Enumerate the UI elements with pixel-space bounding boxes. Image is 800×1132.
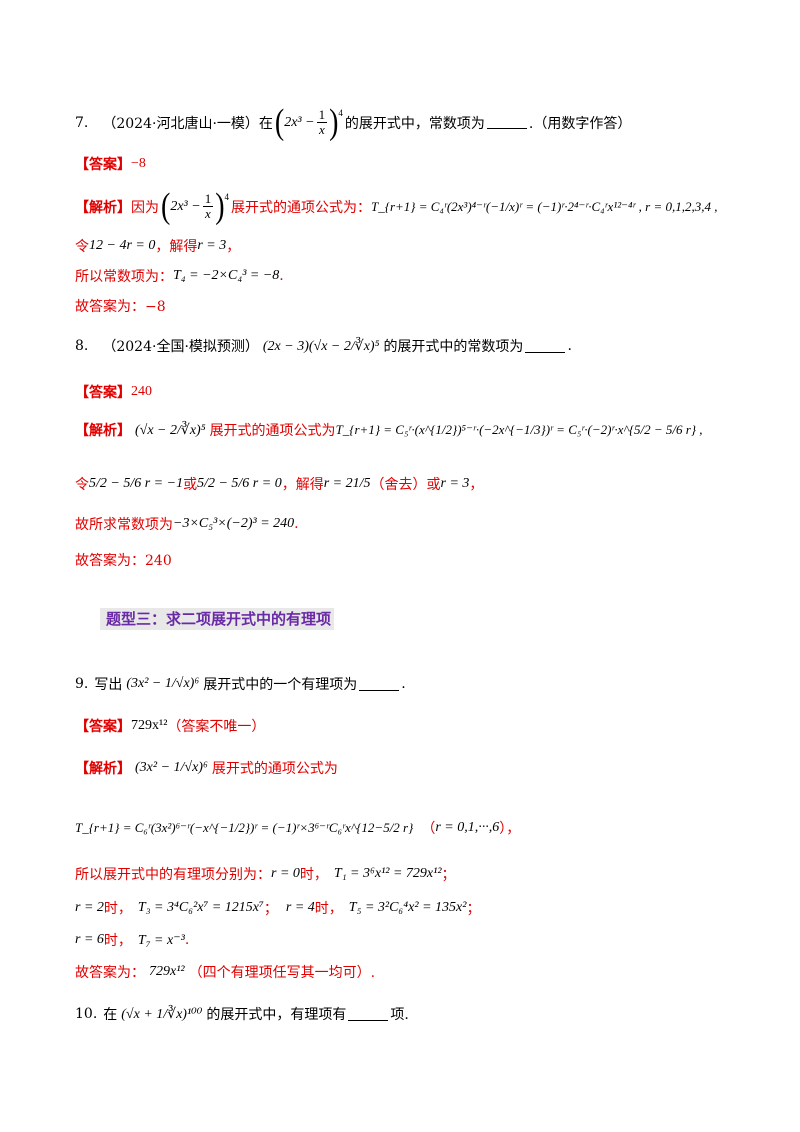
q8-final: 故答案为：240 [75,553,172,569]
q7-final: 故答案为：−8 [75,299,166,315]
q9-question: 9. 写出 (3x² − 1/√x)⁶ 展开式中的一个有理项为 . [75,676,406,693]
q9-analysis-line4: r = 2 时， T₃ = 3⁴C₆²x⁷ = 1215x⁷ ； r = 4 时… [75,900,481,917]
answer-blank [486,116,527,129]
q9-analysis-line1: 【解析】 (3x² − 1/√x)⁶ 展开式的通项公式为 [75,760,338,777]
answer-blank [359,678,400,691]
q10-question: 10. 在 (√x + 1/∛x)¹⁰⁰ 的展开式中，有理项有 项. [75,1006,409,1023]
q8-answer: 【答案】240 [75,384,152,401]
binomial-expression: (2x − 3)(√x − 2/∛x)⁵ [262,338,380,354]
q9-analysis-line5: r = 6 时， T₇ = x⁻³ . [75,932,190,949]
question-source: （2024·河北唐山·一模）在 [102,115,273,132]
q8-question: 8. （2024·全国·模拟预测） (2x − 3)(√x − 2/∛x)⁵ 的… [75,338,572,355]
q9-answer: 【答案】 729x¹² （答案不唯一） [75,718,266,735]
q9-analysis-line2: T_{r+1} = C₆ʳ(3x²)⁶⁻ʳ(−x^{−1/2})ʳ = (−1)… [75,820,521,837]
binomial-expression: (3x² − 1/√x)⁶ [126,676,200,691]
general-term-formula: T_{r+1} = C₅ʳ·(x^{1/2})⁵⁻ʳ·(−2x^{−1/3})ʳ… [335,422,703,437]
general-term-formula: T_{r+1} = C₆ʳ(3x²)⁶⁻ʳ(−x^{−1/2})ʳ = (−1)… [75,820,414,835]
question-number: 7. [75,114,89,131]
q7-analysis-line3: 所以常数项为： T₄ = −2×C₄³ = −8 . [75,268,284,285]
q7-analysis-line2: 令 12 − 4r = 0 ，解得 r = 3 ， [75,238,241,255]
general-term-formula: T_{r+1} = C₄ʳ(2x³)⁴⁻ʳ(−1/x)ʳ = (−1)ʳ·2⁴⁻… [371,198,718,214]
q8-analysis-line1: 【解析】 (√x − 2/∛x)⁵ 展开式的通项公式为 T_{r+1} = C₅… [75,422,703,439]
q7-answer: 【答案】−8 [75,156,146,173]
section-heading: 题型三：求二项展开式中的有理项 [100,608,334,630]
q9-final: 故答案为： 729x¹² （四个有理项任写其一均可）. [75,964,376,981]
q8-analysis-line3: 故所求常数项为 −3×C₅³×(−2)³ = 240 . [75,516,299,533]
q8-analysis-line2: 令 5/2 − 5/6 r = −1 或 5/2 − 5/6 r = 0 ，解得… [75,476,484,493]
binomial-expression: (√x + 1/∛x)¹⁰⁰ [121,1006,203,1022]
q9-analysis-line3: 所以展开式中的有理项分别为： r = 0 时， T₁ = 3⁶x¹² = 729… [75,866,456,883]
answer-blank [348,1008,389,1021]
answer-blank [525,340,566,353]
